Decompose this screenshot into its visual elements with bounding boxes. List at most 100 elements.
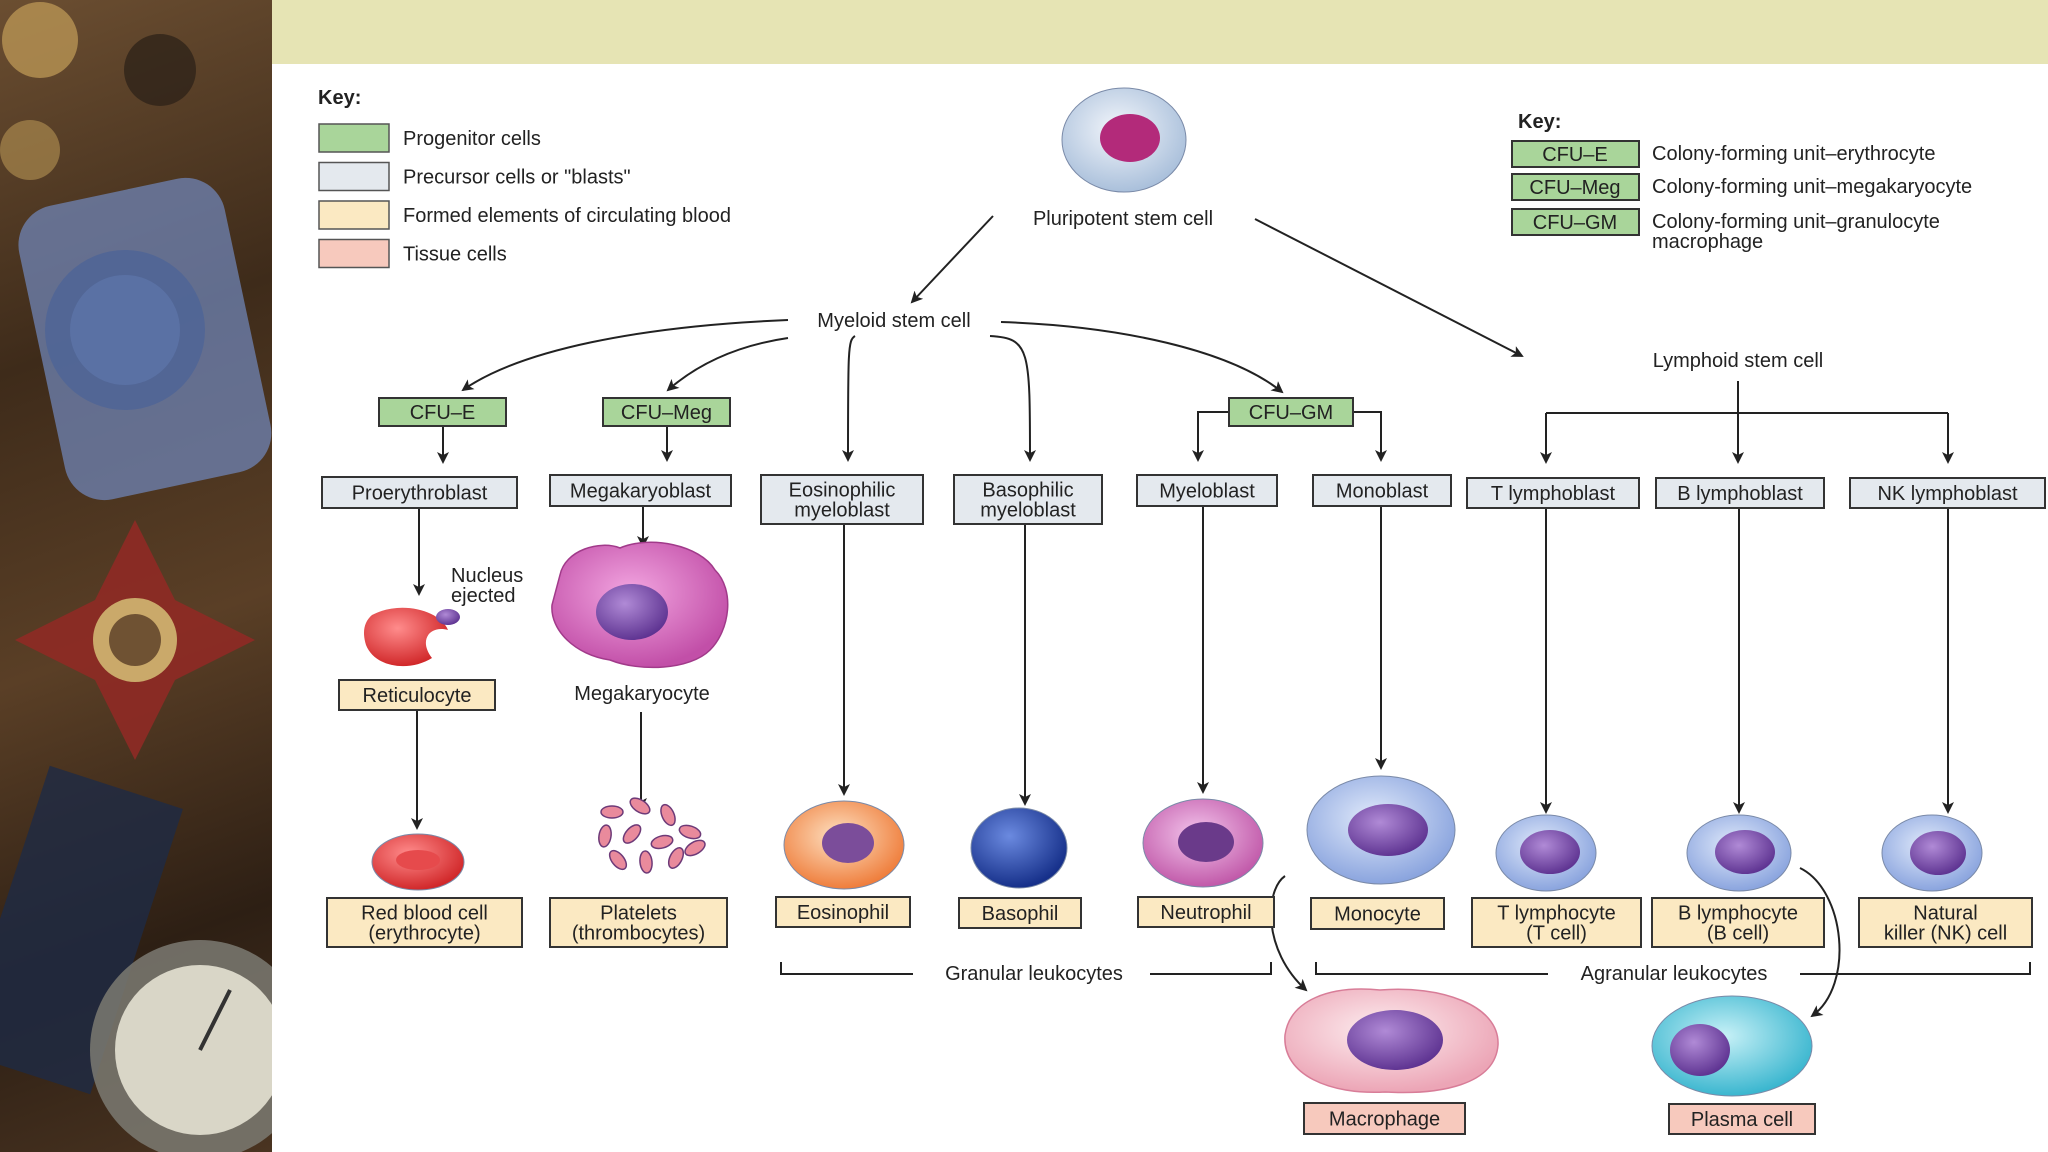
node-label-line: Megakaryoblast <box>570 481 712 503</box>
node-label-line: Macrophage <box>1329 1109 1440 1131</box>
key-definition-line: Colony-forming unit–erythrocyte <box>1652 143 1935 165</box>
node-label-line: Basophilic <box>982 480 1073 502</box>
arrow-layer <box>411 215 2031 1018</box>
node-macrophage: Macrophage <box>1303 1102 1466 1135</box>
key-abbr-box <box>1511 140 1640 168</box>
node-box <box>1137 896 1275 928</box>
basophil-image <box>970 807 1068 889</box>
node-label: B lymphocyte(B cell) <box>1678 903 1798 945</box>
key-swatch <box>318 238 390 269</box>
label-myeloid-stem-cell: Myeloid stem cell <box>817 310 970 332</box>
arrow-myeloid-to-eos <box>842 335 856 462</box>
key-abbr: CFU–Meg <box>1529 177 1620 199</box>
label-lymphoid-stem-cell: Lymphoid stem cell <box>1653 350 1823 372</box>
node-monocyte: Monocyte <box>1310 897 1445 930</box>
key-swatch <box>318 161 390 192</box>
arrow-myeloid-to-cfu-gm <box>1000 321 1284 394</box>
monocyte-image <box>1306 775 1456 885</box>
node-label-line: Reticulocyte <box>363 685 472 707</box>
red-blood-cell-image-nucleus <box>396 850 440 870</box>
node-label: B lymphoblast <box>1677 483 1803 505</box>
node-label-line: CFU–GM <box>1249 402 1333 424</box>
key-abbr: CFU–GM <box>1533 212 1617 234</box>
node-cfu-e: CFU–E <box>378 397 507 427</box>
reticulocyte-body <box>364 607 448 667</box>
plasma-cell-image-nucleus <box>1670 1024 1730 1076</box>
node-label-line: killer (NK) cell <box>1884 923 2007 945</box>
label-nucleus-ejected-line: Nucleus <box>451 565 523 587</box>
node-nk-lymphoblast: NK lymphoblast <box>1849 477 2046 509</box>
node-label: Proerythroblast <box>352 483 488 505</box>
platelet <box>622 824 642 844</box>
nk-cell-image <box>1881 814 1983 892</box>
label-nucleus-ejected-line: ejected <box>451 585 516 607</box>
node-label-line: B lymphoblast <box>1677 483 1803 505</box>
node-box <box>1849 477 2046 509</box>
node-reticulocyte: Reticulocyte <box>338 679 496 711</box>
node-label-line: CFU–E <box>410 402 476 424</box>
t-lymphocyte-image <box>1495 814 1597 892</box>
node-label: T lymphoblast <box>1491 483 1616 505</box>
node-box <box>549 474 732 507</box>
node-label-line: Natural <box>1913 903 1977 925</box>
node-box <box>338 679 496 711</box>
platelet <box>598 824 612 848</box>
key-abbr-box <box>1511 173 1640 201</box>
node-label: Monocyte <box>1334 904 1421 926</box>
node-label: NK lymphoblast <box>1877 483 2018 505</box>
title-band <box>272 0 2048 64</box>
node-box <box>1466 477 1640 509</box>
decorative-photo-medals <box>0 0 272 1152</box>
key-definition: Colony-forming unit–megakaryocyte <box>1652 176 1972 198</box>
node-proerythroblast: Proerythroblast <box>321 476 518 509</box>
node-t-lymphoblast: T lymphoblast <box>1466 477 1640 509</box>
key-definition: Colony-forming unit–erythrocyte <box>1652 143 1935 165</box>
platelet <box>629 797 651 815</box>
neutrophil-image <box>1142 798 1264 888</box>
plasma-cell-image <box>1651 995 1813 1097</box>
basophil-image-body <box>970 807 1068 889</box>
node-label-line: Red blood cell <box>361 903 488 925</box>
pluripotent-stem-cell-image <box>1061 87 1187 193</box>
platelet <box>639 850 653 874</box>
node-megakaryoblast: Megakaryoblast <box>549 474 732 507</box>
arrow-bcell-to-plasma <box>1799 867 1841 1018</box>
neutrophil-image-nucleus <box>1178 822 1234 862</box>
platelet <box>667 847 685 869</box>
platelet <box>684 839 706 857</box>
medals-photo-image <box>0 2 272 1152</box>
node-box <box>321 476 518 509</box>
node-label-line: (B cell) <box>1707 923 1769 945</box>
node-box <box>1471 897 1642 948</box>
node-label: Neutrophil <box>1160 902 1251 924</box>
key-item-label: Formed elements of circulating blood <box>403 205 731 227</box>
arrow-stem-to-lymphoid <box>1254 218 1524 357</box>
node-box <box>378 397 507 427</box>
label-pluripotent-stem-cell: Pluripotent stem cell <box>1033 208 1213 230</box>
node-box <box>1651 897 1825 948</box>
key-item-label: Tissue cells <box>403 244 507 266</box>
platelet <box>660 803 676 827</box>
node-t-lymphocyte: T lymphocyte(T cell) <box>1471 897 1642 948</box>
monocyte-image-nucleus <box>1348 804 1428 856</box>
node-label: Monoblast <box>1336 481 1429 503</box>
arrow-myeloid-to-baso <box>989 335 1036 462</box>
node-box <box>1136 474 1278 507</box>
key-left-title: Key: <box>318 87 361 109</box>
node-label: T lymphocyte(T cell) <box>1497 903 1616 945</box>
platelet <box>650 834 674 850</box>
node-box <box>602 397 731 427</box>
node-label: CFU–GM <box>1249 402 1333 424</box>
red-blood-cell-image <box>371 833 465 891</box>
b-lymphocyte-image-nucleus <box>1715 830 1775 874</box>
node-label: CFU–Meg <box>621 402 712 424</box>
